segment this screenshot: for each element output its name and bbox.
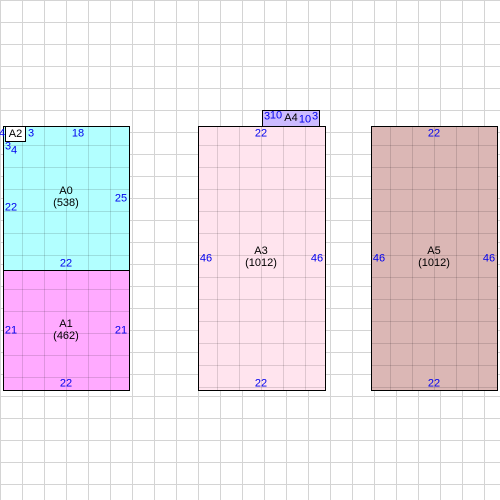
room-a3-name: A3 bbox=[254, 245, 268, 257]
room-a5[interactable] bbox=[371, 126, 498, 391]
room-a3[interactable] bbox=[198, 126, 326, 391]
room-a2[interactable]: A2 bbox=[5, 126, 26, 142]
room-a1-dim-right: 21 bbox=[114, 324, 128, 337]
room-a4[interactable]: A4 bbox=[262, 110, 320, 127]
room-a1[interactable] bbox=[3, 270, 130, 391]
room-a5-dim-bottom: 22 bbox=[427, 377, 441, 390]
room-a4-dim-left: 3 bbox=[263, 110, 271, 123]
room-a3-dim-bottom: 22 bbox=[254, 377, 268, 390]
room-a2-dim-bottom-a: 3 bbox=[4, 140, 12, 153]
room-a0-area: (538) bbox=[53, 197, 79, 209]
room-a0-dim-bottom: 22 bbox=[59, 257, 73, 270]
room-a1-dim-left: 21 bbox=[4, 324, 18, 337]
room-a0-dim-right: 25 bbox=[114, 192, 128, 205]
room-a2-name: A2 bbox=[8, 128, 23, 140]
room-a5-dim-top: 22 bbox=[427, 127, 441, 140]
room-a5-dim-right: 46 bbox=[482, 252, 496, 265]
room-a4-dim-right: 10 bbox=[298, 113, 312, 126]
room-a5-label: A5 (1012) bbox=[418, 245, 450, 269]
room-a2-dim-left: 4 bbox=[0, 127, 6, 140]
room-a5-area: (1012) bbox=[418, 257, 450, 269]
room-a3-label: A3 (1012) bbox=[245, 245, 277, 269]
room-a2-dim-right: 3 bbox=[27, 127, 35, 140]
room-a3-area: (1012) bbox=[245, 257, 277, 269]
room-a5-name: A5 bbox=[427, 245, 441, 257]
room-a0-name: A0 bbox=[59, 185, 73, 197]
room-a1-name: A1 bbox=[59, 318, 73, 330]
room-a4-dim-left-b: 10 bbox=[269, 109, 283, 122]
room-a3-dim-right: 46 bbox=[310, 252, 324, 265]
room-a0[interactable] bbox=[3, 126, 130, 271]
room-a4-dim-right-b: 3 bbox=[311, 110, 319, 123]
room-a3-dim-top: 22 bbox=[254, 127, 268, 140]
room-a0-dim-left: 22 bbox=[4, 201, 18, 214]
room-a0-label: A0 (538) bbox=[53, 185, 79, 209]
room-a1-dim-bottom: 22 bbox=[59, 377, 73, 390]
room-a2-dim-bottom-b: 4 bbox=[10, 144, 18, 157]
room-a1-area: (462) bbox=[53, 330, 79, 342]
room-a0-dim-top: 18 bbox=[71, 127, 85, 140]
room-a5-dim-left: 46 bbox=[372, 252, 386, 265]
room-a4-name: A4 bbox=[284, 112, 298, 124]
room-a3-dim-left: 46 bbox=[199, 252, 213, 265]
room-a1-label: A1 (462) bbox=[53, 318, 79, 342]
